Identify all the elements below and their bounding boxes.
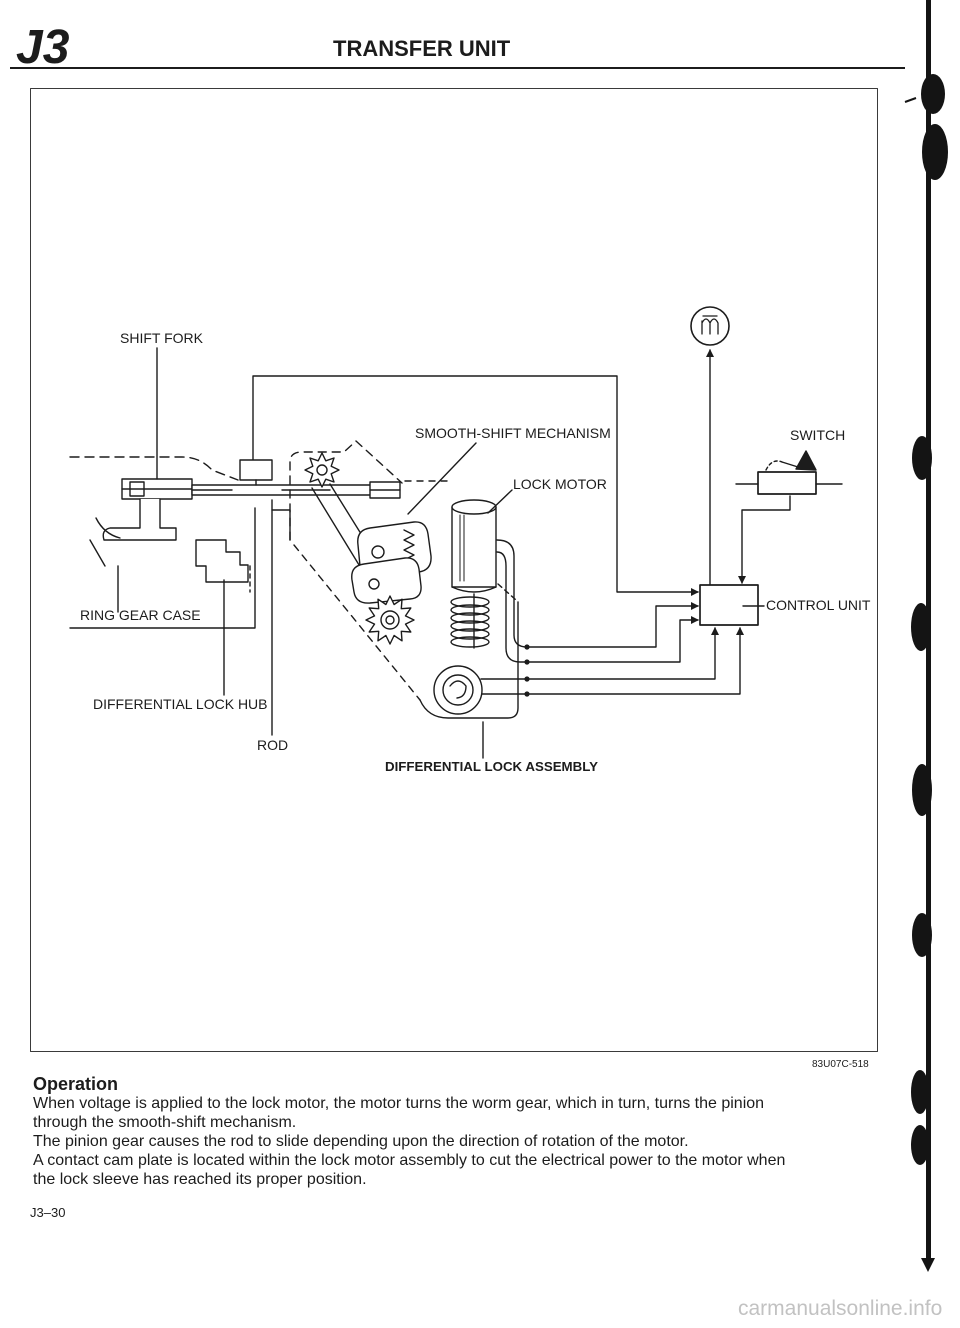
switch-symbol-icon [735, 450, 843, 495]
cam-spring-upper [403, 529, 415, 561]
housing-top-dashed [289, 440, 403, 541]
label-shift-fork: SHIFT FORK [120, 330, 203, 346]
ring-gear-case-underline [69, 507, 256, 629]
lock-motor-leader [487, 489, 513, 514]
worm-gear-coil [450, 596, 490, 648]
housing-edge [271, 509, 291, 541]
housing-right-dashed [497, 583, 517, 601]
motor-symbol-icon [690, 306, 730, 346]
smooth-shift-mechanism-leader [407, 442, 477, 515]
housing-lower-dashed [293, 544, 421, 701]
pinion-gear-hub [380, 610, 400, 630]
page-title: TRANSFER UNIT [333, 36, 511, 61]
ring-gear-case-edge [89, 539, 106, 567]
shift-fork [102, 498, 177, 541]
label-rod: ROD [257, 737, 289, 753]
drive-gear-hub [316, 464, 328, 476]
lock-motor-wire-a [496, 539, 699, 648]
cam-pivot-upper [371, 545, 385, 559]
contact-cam-plate [433, 665, 483, 715]
figure-code: 83U07C-518 [812, 1059, 869, 1070]
paragraph-line: The pinion gear causes the rod to slide … [33, 1133, 689, 1150]
header-rule [10, 67, 905, 69]
control-unit-box [699, 584, 759, 626]
wire-terminals [524, 644, 530, 697]
figure-frame [30, 88, 878, 1052]
watermark: carmanualsonline.info [738, 1297, 943, 1320]
label-ring-gear-case: RING GEAR CASE [80, 607, 201, 623]
shift-fork-hub [121, 478, 193, 500]
housing-outline-dashed [69, 456, 239, 481]
label-switch: SWITCH [790, 427, 846, 443]
cam-pivot-lower [368, 578, 380, 590]
lock-motor-wire-b [496, 551, 699, 663]
fork-holder-block [239, 459, 273, 486]
section-heading: Operation [33, 1074, 119, 1094]
paragraph-line: through the smooth-shift mechanism. [33, 1114, 297, 1131]
label-differential-lock-hub: DIFFERENTIAL LOCK HUB [93, 696, 268, 712]
contact-plate-wire-a [480, 627, 719, 680]
ring-gear-case-curve [95, 517, 121, 539]
paragraph-line: A contact cam plate is located within th… [33, 1152, 786, 1169]
cam-plate-lower [351, 557, 422, 604]
page-number: J3–30 [30, 1205, 66, 1220]
section-code: J3 [16, 21, 70, 74]
lock-motor-body [451, 499, 497, 593]
shift-rod [191, 481, 401, 499]
pinion-gear-center [385, 615, 395, 625]
drive-gear [304, 452, 340, 488]
differential-lock-hub-shape [195, 539, 249, 583]
label-differential-lock-assembly: DIFFERENTIAL LOCK ASSEMBLY [385, 759, 599, 774]
power-wire [252, 375, 699, 596]
contact-plate-wire-b [481, 627, 744, 695]
paragraph-line: the lock sleeve has reached its proper p… [33, 1171, 367, 1188]
label-control-unit: CONTROL UNIT [766, 597, 871, 613]
switch-wire [738, 495, 791, 584]
binding-edge [904, 0, 948, 1272]
pinion-gear [365, 595, 415, 645]
label-lock-motor: LOCK MOTOR [513, 476, 607, 492]
label-smooth-shift-mechanism: SMOOTH-SHIFT MECHANISM [415, 425, 611, 441]
housing-bottom [419, 601, 519, 719]
paragraph-line: When voltage is applied to the lock moto… [33, 1095, 765, 1112]
